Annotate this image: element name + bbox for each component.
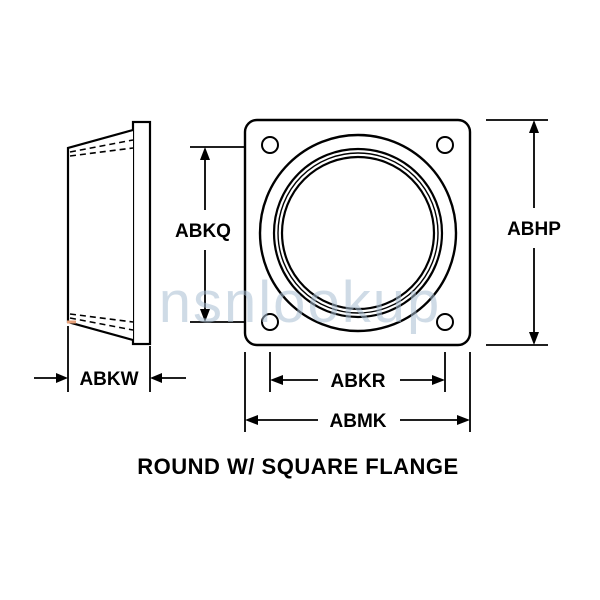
side-hidden-lines (69, 139, 134, 331)
side-body-outline (66, 128, 134, 342)
dimension-abkq: ABKQ (175, 146, 245, 323)
mounting-hole-top-right (436, 136, 454, 154)
abkw-arrow-left (56, 373, 68, 383)
side-view (66, 120, 152, 346)
abkr-label: ABKR (331, 371, 386, 392)
abkr-arrow-left (270, 375, 283, 385)
watermark-text: nsnlookup (159, 270, 441, 335)
abhp-arrow-bottom (529, 332, 539, 345)
abmk-arrow-right (457, 415, 470, 425)
mounting-hole-bottom-right (436, 313, 454, 331)
abkw-arrow-right (150, 373, 162, 383)
abkq-arrow-bottom (200, 309, 210, 322)
abkq-label: ABKQ (175, 221, 231, 242)
abkr-arrow-right (432, 375, 445, 385)
body-ring-circle (272, 147, 444, 319)
mounting-hole-top-left (261, 136, 279, 154)
abhp-label: ABHP (507, 219, 561, 240)
abkw-label: ABKW (79, 369, 138, 390)
dimension-abkr: ABKR (269, 352, 446, 392)
abhp-arrow-top (529, 120, 539, 133)
abkq-arrow-top (200, 147, 210, 160)
side-flange-plate (131, 120, 152, 346)
mounting-hole-bottom-left (261, 313, 279, 331)
abmk-label: ABMK (330, 411, 387, 432)
body-ring-inner-circle (277, 152, 439, 314)
front-view (243, 118, 472, 347)
body-bore-circle (280, 155, 436, 311)
dimension-abhp: ABHP (486, 119, 561, 346)
dimension-abkw: ABKW (34, 326, 186, 392)
dimension-abmk: ABMK (244, 352, 471, 432)
diagram-caption: ROUND W/ SQUARE FLANGE (137, 454, 458, 479)
body-outer-circle (258, 133, 458, 333)
abmk-arrow-left (245, 415, 258, 425)
